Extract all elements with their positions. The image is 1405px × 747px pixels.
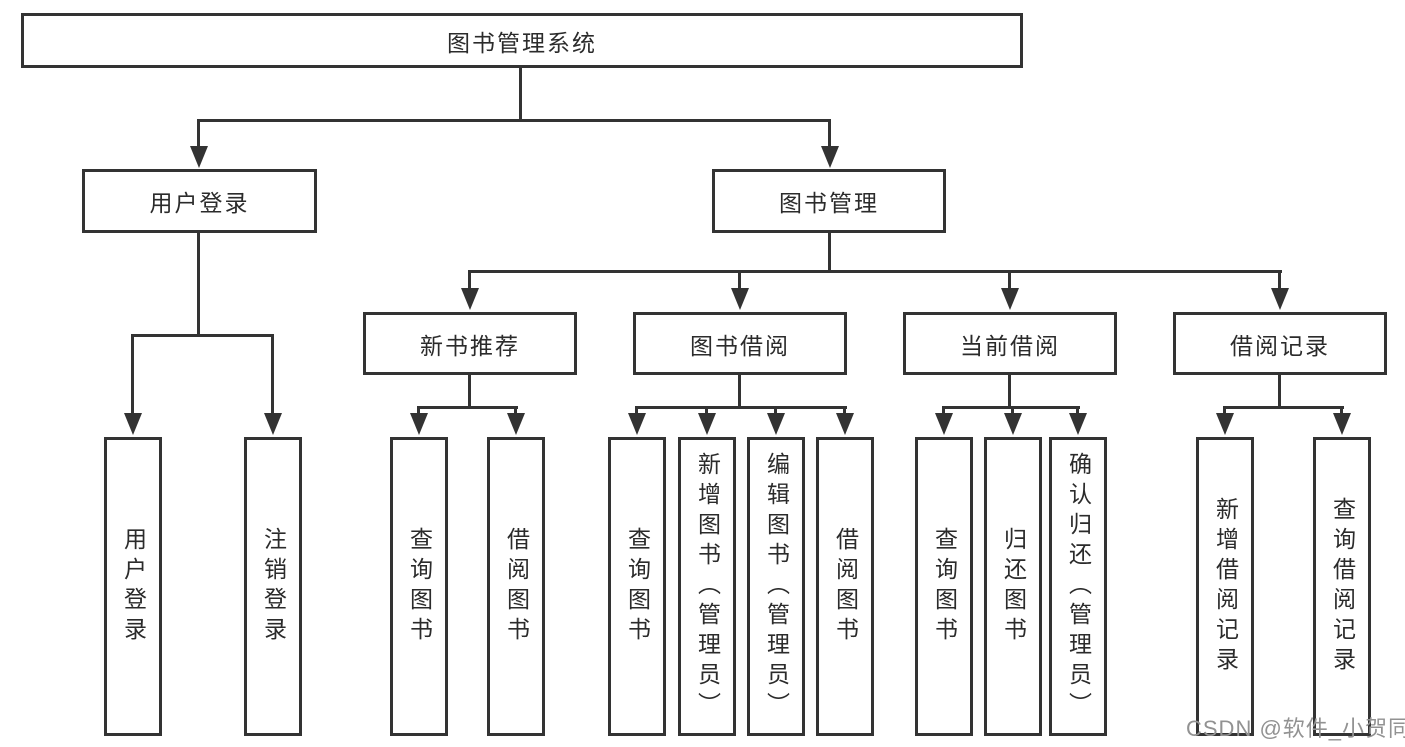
- arrow-to-new-books: [461, 288, 479, 310]
- leaf-borrow-books-borrow-label: 借阅图书: [832, 526, 859, 647]
- connector-book-mgmt-down: [828, 232, 831, 273]
- node-new-books: 新书推荐: [363, 312, 577, 375]
- connector-stem-login-leaf: [131, 334, 134, 416]
- leaf-confirm-return-admin: 确认归还（管理员）: [1049, 437, 1107, 736]
- node-borrow-records-label: 借阅记录: [1230, 332, 1330, 359]
- connector-new-books-down: [468, 374, 471, 409]
- arrow-to-login-leaf: [124, 413, 142, 435]
- connector-book-borrow-down: [738, 374, 741, 409]
- leaf-query-books-current-label: 查询图书: [931, 526, 958, 647]
- node-new-books-label: 新书推荐: [420, 332, 520, 359]
- leaf-query-books-newbooks: 查询图书: [390, 437, 448, 736]
- connector-stem-borrow-records: [1278, 270, 1281, 292]
- node-book-mgmt-label: 图书管理: [779, 190, 879, 216]
- arrow-leaf: [935, 413, 953, 435]
- arrow-leaf: [1004, 413, 1022, 435]
- connector-split-level1: [197, 119, 831, 122]
- connector-borrow-records-down: [1278, 374, 1281, 409]
- connector-stem-user-login: [197, 119, 200, 149]
- csdn-watermark: CSDN @软件_小贺同学: [1186, 716, 1405, 741]
- leaf-user-login-label: 用户登录: [120, 526, 147, 647]
- arrow-leaf: [1069, 413, 1087, 435]
- arrow-to-current-borrow: [1001, 288, 1019, 310]
- leaf-edit-book-admin-label: 编辑图书（管理员）: [763, 451, 790, 722]
- connector-current-borrow-down: [1008, 374, 1011, 409]
- connector-split-borrow-records: [1223, 406, 1344, 409]
- leaf-borrow-books-borrow: 借阅图书: [816, 437, 874, 736]
- arrow-leaf: [628, 413, 646, 435]
- arrow-leaf: [836, 413, 854, 435]
- connector-leaf-stem: [1011, 406, 1014, 418]
- connector-stem-new-books: [468, 270, 471, 292]
- connector-leaf-stem: [705, 406, 708, 418]
- connector-leaf-stem: [514, 406, 517, 418]
- node-current-borrow-label: 当前借阅: [960, 332, 1060, 359]
- leaf-add-borrow-record: 新增借阅记录: [1196, 437, 1254, 736]
- arrow-to-borrow-records: [1271, 288, 1289, 310]
- arrow-leaf: [1216, 413, 1234, 435]
- connector-stem-current-borrow: [1008, 270, 1011, 292]
- arrow-leaf: [767, 413, 785, 435]
- leaf-edit-book-admin: 编辑图书（管理员）: [747, 437, 805, 736]
- leaf-add-borrow-record-label: 新增借阅记录: [1212, 496, 1239, 677]
- leaf-return-books-label: 归还图书: [1000, 526, 1027, 647]
- leaf-confirm-return-admin-label: 确认归还（管理员）: [1065, 451, 1092, 722]
- arrow-leaf: [507, 413, 525, 435]
- connector-stem-book-borrow: [738, 270, 741, 292]
- connector-leaf-stem: [774, 406, 777, 418]
- connector-leaf-stem: [1223, 406, 1226, 418]
- node-user-login: 用户登录: [82, 169, 317, 233]
- leaf-logout-label: 注销登录: [260, 526, 287, 647]
- leaf-return-books: 归还图书: [984, 437, 1042, 736]
- connector-leaf-stem: [1340, 406, 1343, 418]
- leaf-borrow-books-newbooks-label: 借阅图书: [503, 526, 530, 647]
- arrow-to-user-login: [190, 146, 208, 168]
- connector-leaf-stem: [942, 406, 945, 418]
- node-current-borrow: 当前借阅: [903, 312, 1117, 375]
- connector-stem-book-mgmt: [828, 119, 831, 149]
- node-book-borrow-label: 图书借阅: [690, 332, 790, 359]
- connector-leaf-stem: [417, 406, 420, 418]
- leaf-query-books-newbooks-label: 查询图书: [406, 526, 433, 647]
- leaf-add-book-admin: 新增图书（管理员）: [678, 437, 736, 736]
- node-borrow-records: 借阅记录: [1173, 312, 1387, 375]
- leaf-user-login: 用户登录: [104, 437, 162, 736]
- arrow-to-book-borrow: [731, 288, 749, 310]
- arrow-to-book-mgmt: [821, 146, 839, 168]
- arrow-leaf: [698, 413, 716, 435]
- connector-leaf-stem: [843, 406, 846, 418]
- connector-leaf-stem: [635, 406, 638, 418]
- leaf-add-book-admin-label: 新增图书（管理员）: [694, 451, 721, 722]
- connector-split-level3: [468, 270, 1282, 273]
- leaf-query-borrow-record: 查询借阅记录: [1313, 437, 1371, 736]
- leaf-query-books-borrow: 查询图书: [608, 437, 666, 736]
- node-user-login-label: 用户登录: [149, 190, 250, 216]
- leaf-borrow-books-newbooks: 借阅图书: [487, 437, 545, 736]
- connector-split-book-borrow: [635, 406, 847, 409]
- connector-user-login-down: [197, 232, 200, 337]
- connector-root-stem: [519, 67, 522, 122]
- connector-leaf-stem: [1076, 406, 1079, 418]
- node-system-root-label: 图书管理系统: [447, 29, 597, 56]
- arrow-leaf: [410, 413, 428, 435]
- connector-split-new-books: [417, 406, 518, 409]
- node-system-root: 图书管理系统: [21, 13, 1023, 68]
- leaf-query-books-borrow-label: 查询图书: [624, 526, 651, 647]
- node-book-borrow: 图书借阅: [633, 312, 847, 375]
- arrow-to-logout-leaf: [264, 413, 282, 435]
- arrow-leaf: [1333, 413, 1351, 435]
- leaf-query-books-current: 查询图书: [915, 437, 973, 736]
- connector-split-user-login: [131, 334, 274, 337]
- leaf-query-borrow-record-label: 查询借阅记录: [1329, 496, 1356, 677]
- leaf-logout: 注销登录: [244, 437, 302, 736]
- connector-stem-logout-leaf: [271, 334, 274, 416]
- node-book-mgmt: 图书管理: [712, 169, 946, 233]
